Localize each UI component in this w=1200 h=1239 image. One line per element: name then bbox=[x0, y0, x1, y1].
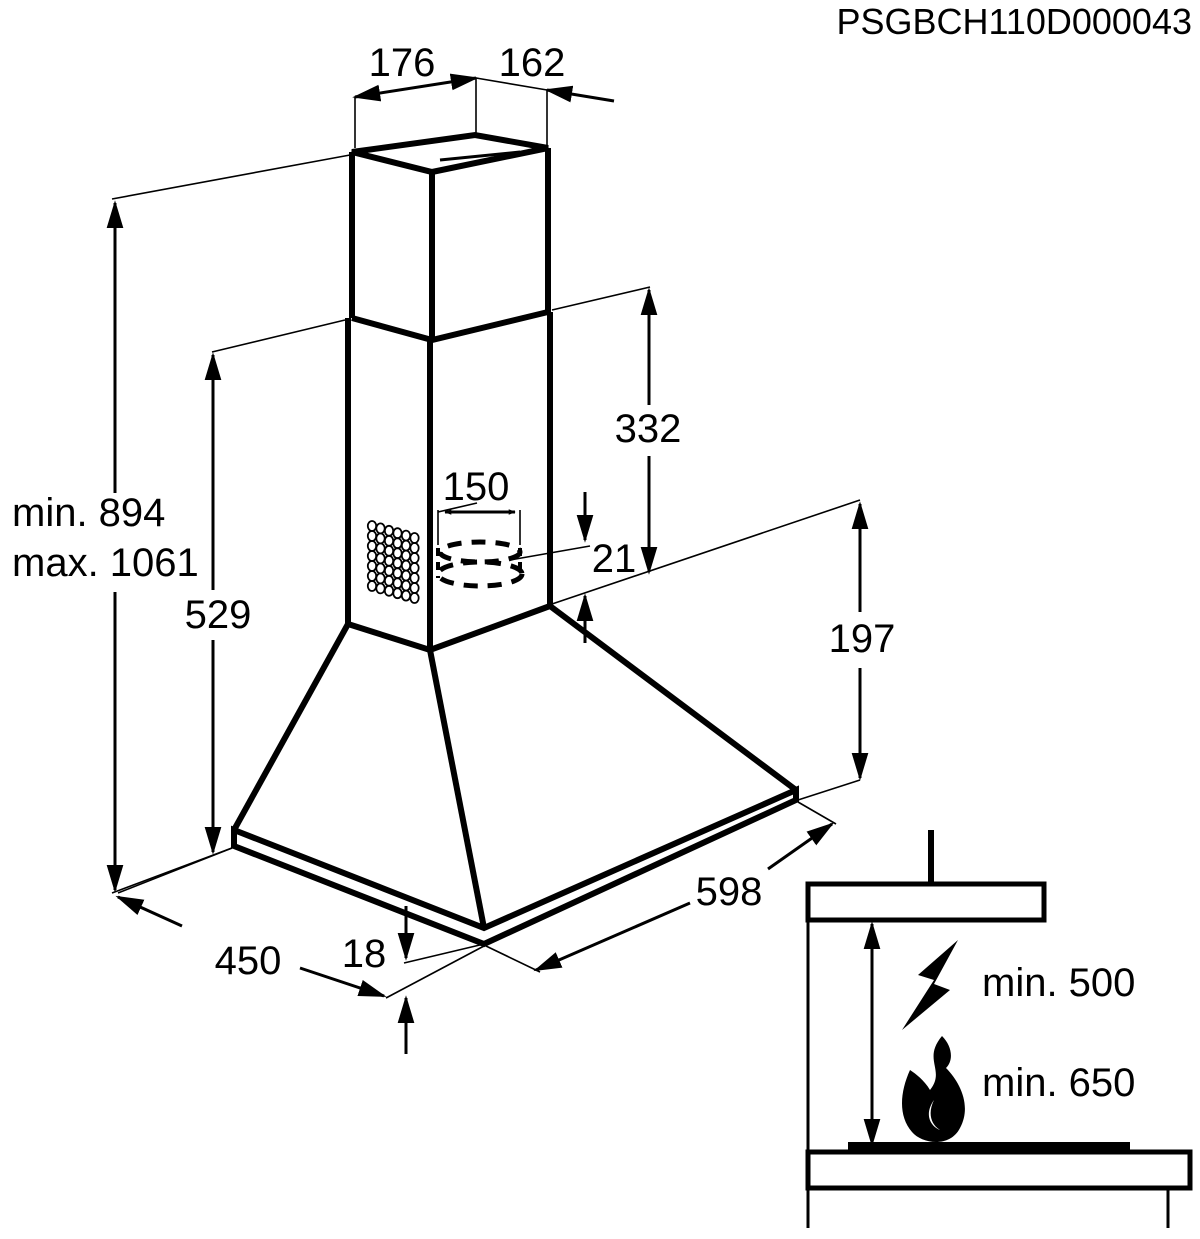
vent-hole bbox=[366, 540, 378, 552]
outlet-diameter-label: 150 bbox=[443, 465, 510, 509]
vent-hole bbox=[392, 527, 403, 540]
chimney-width-label: 176 bbox=[369, 41, 436, 85]
vent-hole bbox=[366, 550, 378, 562]
hood-height-label: 529 bbox=[185, 593, 252, 637]
outlet-spigot bbox=[435, 510, 525, 589]
vent-hole bbox=[409, 552, 420, 564]
vent-hole bbox=[400, 579, 412, 592]
outlet-offset-label: 21 bbox=[592, 537, 637, 581]
canopy-height-label: 197 bbox=[829, 617, 896, 661]
vent-hole bbox=[375, 552, 386, 565]
vent-hole bbox=[409, 542, 420, 554]
min-height-label: min. 894 bbox=[12, 491, 165, 535]
vent-hole bbox=[392, 587, 403, 600]
vent-hole bbox=[409, 572, 420, 584]
vent-hole bbox=[366, 530, 378, 542]
vent-hole bbox=[375, 522, 386, 535]
max-height-label: max. 1061 bbox=[12, 541, 199, 585]
chimney-depth-label: 162 bbox=[499, 41, 566, 85]
vent-hole bbox=[383, 574, 395, 587]
vent-hole bbox=[409, 582, 420, 594]
vent-hole bbox=[392, 557, 403, 570]
chimney-lower-label: 332 bbox=[615, 407, 682, 451]
flame-icon bbox=[902, 1036, 965, 1142]
vent-hole bbox=[383, 584, 395, 597]
vent-hole bbox=[366, 560, 378, 572]
vent-hole bbox=[409, 562, 420, 574]
clearance-diagram bbox=[805, 830, 1193, 1228]
vent-hole bbox=[375, 532, 386, 545]
hood-outline bbox=[231, 131, 799, 948]
depth-label: 450 bbox=[215, 939, 282, 983]
vent-hole bbox=[392, 567, 403, 580]
vent-hole bbox=[383, 534, 395, 547]
vent-hole bbox=[383, 564, 395, 577]
vent-grille bbox=[366, 520, 420, 604]
vent-hole bbox=[392, 547, 403, 560]
vent-hole bbox=[375, 562, 386, 575]
vent-hole bbox=[366, 520, 378, 532]
vent-hole bbox=[383, 524, 395, 537]
vent-hole bbox=[400, 569, 412, 582]
dimension-lines bbox=[106, 73, 869, 1054]
drawing-code: PSGBCH110D000043 bbox=[836, 1, 1192, 42]
width-label: 598 bbox=[696, 870, 763, 914]
vent-hole bbox=[375, 572, 386, 585]
vent-hole bbox=[375, 582, 386, 595]
vent-hole bbox=[409, 592, 420, 604]
vent-hole bbox=[400, 539, 412, 552]
electric-clearance-label: min. 500 bbox=[982, 961, 1135, 1005]
base-thickness-label: 18 bbox=[342, 932, 387, 976]
vent-hole bbox=[366, 580, 378, 592]
vent-hole bbox=[400, 589, 412, 602]
vent-hole bbox=[383, 554, 395, 567]
lightning-bolt-icon bbox=[902, 940, 958, 1030]
gas-clearance-label: min. 650 bbox=[982, 1061, 1135, 1105]
vent-hole bbox=[392, 537, 403, 550]
vent-hole bbox=[409, 532, 420, 544]
vent-hole bbox=[400, 559, 412, 572]
vent-hole bbox=[392, 577, 403, 590]
vent-hole bbox=[400, 529, 412, 542]
vent-hole bbox=[375, 542, 386, 555]
vent-hole bbox=[366, 570, 378, 582]
vent-hole bbox=[383, 544, 395, 557]
vent-hole bbox=[400, 549, 412, 562]
